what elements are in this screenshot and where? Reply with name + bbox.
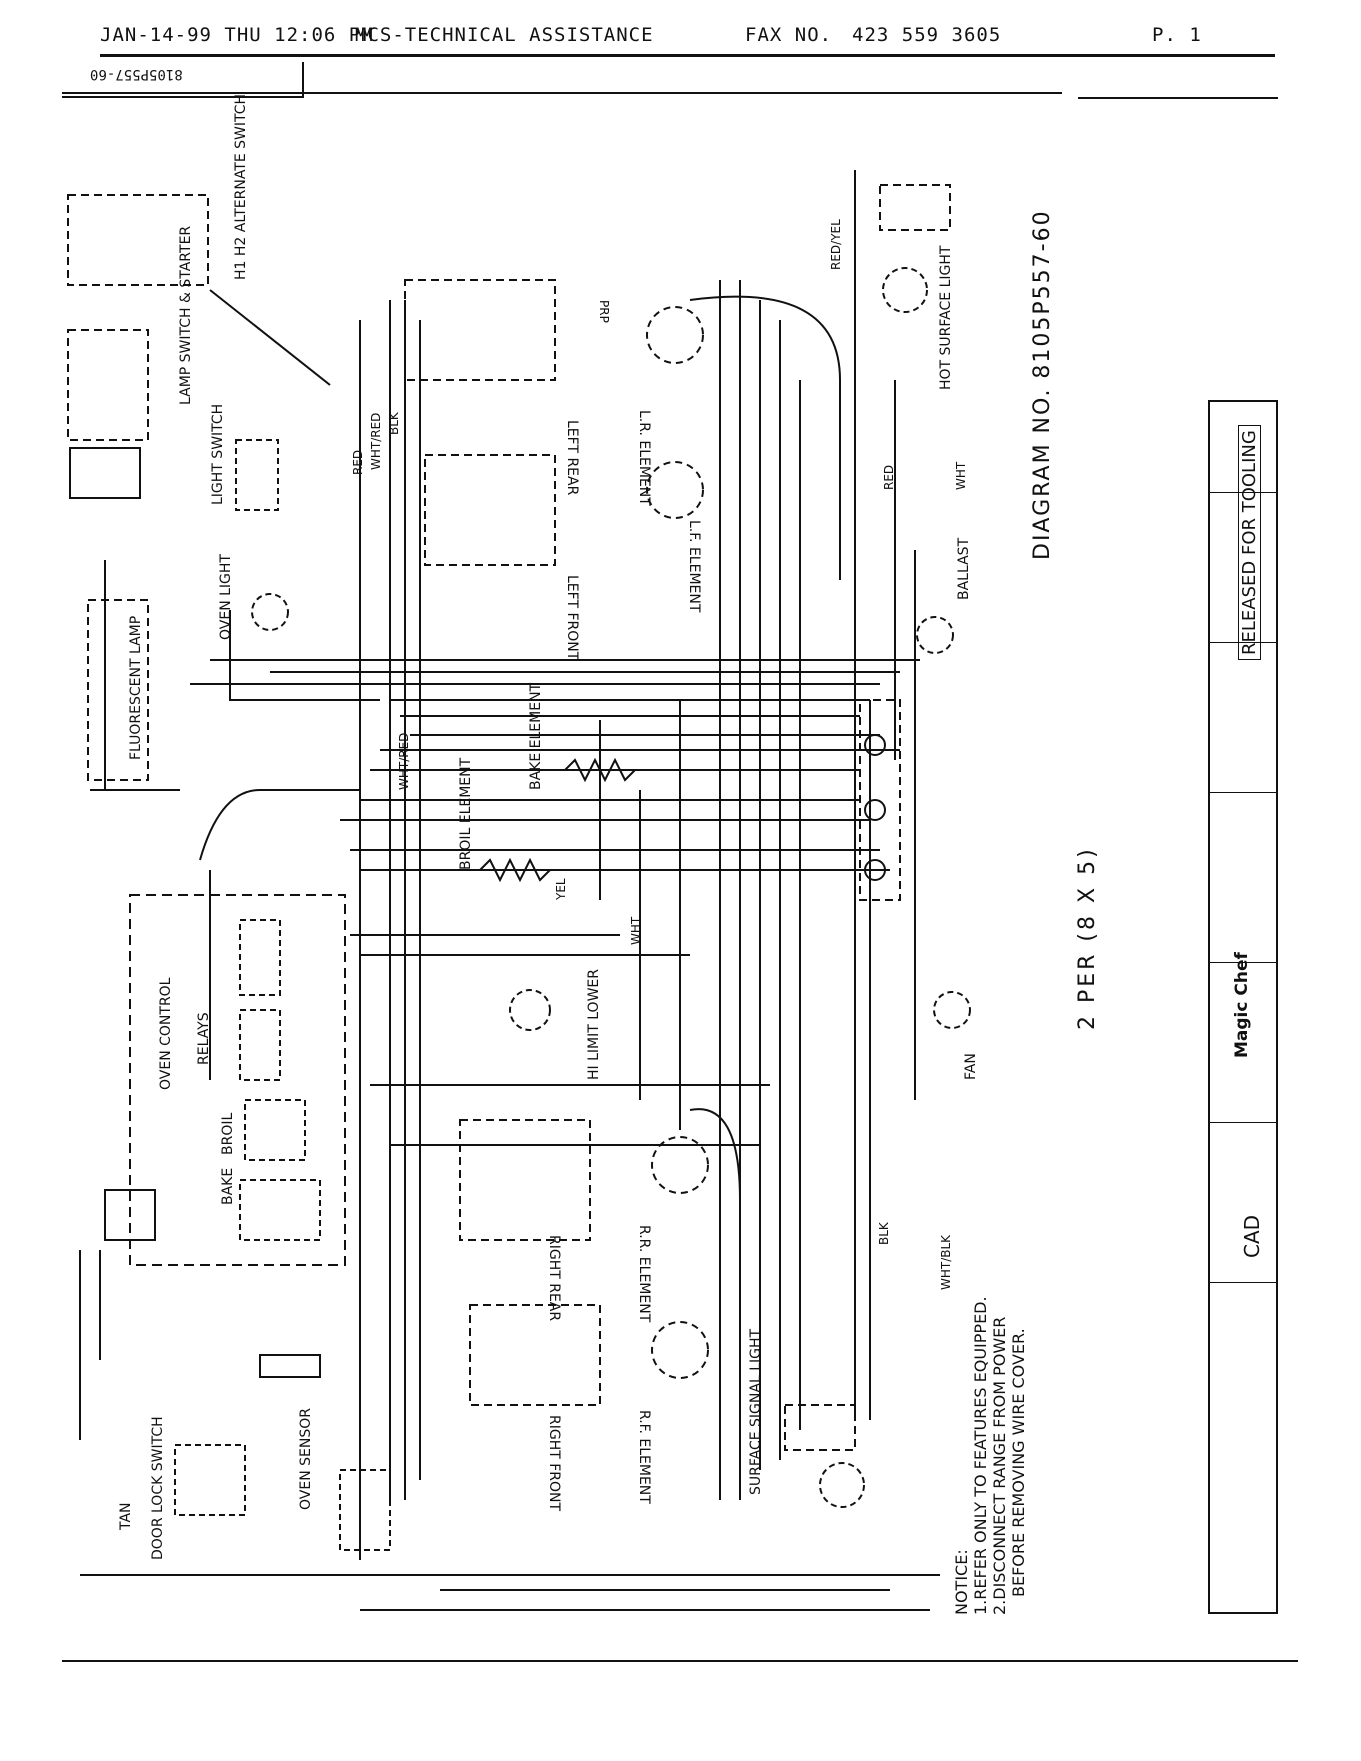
relays-label: RELAYS <box>196 1012 212 1065</box>
alternate-switch-label: H1 H2 ALTERNATE SWITCH <box>233 94 249 280</box>
top-border-line <box>62 92 1062 94</box>
fax-date: JAN-14-99 THU 12:06 PM <box>100 24 374 46</box>
left-rear-label: LEFT REAR <box>564 420 580 496</box>
wire-label-wht-hot: WHT <box>954 461 968 490</box>
per-size-label: 2 PER (8 X 5) <box>1075 846 1100 1030</box>
wire-label-red: RED <box>351 450 365 475</box>
door-lock-switch-label: DOOR LOCK SWITCH <box>150 1416 166 1560</box>
left-front-label: LEFT FRONT <box>564 575 580 661</box>
rf-element-label: R.F. ELEMENT <box>636 1410 652 1504</box>
hi-limit-label: HI LIMIT LOWER <box>586 969 602 1080</box>
oven-control-label: OVEN CONTROL <box>158 977 174 1090</box>
fax-sender: MCS-TECHNICAL ASSISTANCE <box>355 24 654 46</box>
right-rear-label: RIGHT REAR <box>546 1235 562 1321</box>
wire-label-blk-lower: BLK <box>877 1221 891 1245</box>
wire-label-wht-red: WHT/RED <box>369 413 383 470</box>
broil-relay-label: BROIL <box>220 1113 236 1155</box>
lr-element-label: L.R. ELEMENT <box>636 410 652 506</box>
brand-logo-text: Magic Chef <box>1232 952 1252 1058</box>
diagram-number: DIAGRAM NO. 8105P557-60 <box>1030 209 1055 560</box>
fan-label: FAN <box>963 1053 979 1080</box>
cad-label: CAD <box>1240 1214 1264 1258</box>
fluorescent-lamp-label: FLUORESCENT LAMP <box>128 616 144 760</box>
wire-label-yel: YEL <box>554 878 568 901</box>
surface-signal-light-label: SURFACE SIGNAL LIGHT <box>748 1329 764 1496</box>
ballast-label: BALLAST <box>956 537 972 600</box>
title-block-divider <box>1210 492 1276 493</box>
header-rule <box>100 54 1275 57</box>
title-block-divider <box>1210 1122 1276 1123</box>
rr-element-label: R.R. ELEMENT <box>636 1225 652 1323</box>
lf-element-label: L.F. ELEMENT <box>686 520 702 613</box>
title-block-divider <box>1210 642 1276 643</box>
wire-label-wht-blk: WHT/BLK <box>939 1234 953 1290</box>
drawing-stub-box <box>62 62 304 98</box>
bake-element-label: BAKE ELEMENT <box>528 682 544 790</box>
wire-label-wht-red-center: WHT/RED <box>397 733 411 790</box>
notice-line-1: 1.REFER ONLY TO FEATURES EQUIPPED. <box>971 1296 990 1615</box>
hot-surface-light-label: HOT SURFACE LIGHT <box>938 245 954 390</box>
title-block-divider <box>1210 1282 1276 1283</box>
wire-label-prp: PRP <box>597 300 611 323</box>
title-block <box>1208 400 1278 1614</box>
fax-header: JAN-14-99 THU 12:06 PM MCS-TECHNICAL ASS… <box>100 24 1270 54</box>
fax-number: 423 559 3605 <box>852 24 1002 46</box>
wire-label-red-right: RED <box>882 465 896 490</box>
wire-label-wht-center: WHT <box>629 916 643 945</box>
bottom-border-line <box>62 1660 1298 1662</box>
top-border-line-right <box>1078 97 1278 99</box>
fax-number-label: FAX NO. <box>745 24 833 46</box>
fax-page: P. 1 <box>1152 24 1202 46</box>
notice-block: NOTICE: 1.REFER ONLY TO FEATURES EQUIPPE… <box>952 1296 1028 1615</box>
right-front-label: RIGHT FRONT <box>546 1415 562 1512</box>
tan-label: TAN <box>118 1502 134 1531</box>
notice-title: NOTICE: <box>952 1549 971 1615</box>
oven-sensor-label: OVEN SENSOR <box>298 1408 314 1510</box>
title-block-divider <box>1210 792 1276 793</box>
notice-line-3: BEFORE REMOVING WIRE COVER. <box>1009 1328 1028 1597</box>
title-block-divider <box>1210 962 1276 963</box>
notice-line-2: 2.DISCONNECT RANGE FROM POWER <box>990 1316 1009 1615</box>
oven-light-label: OVEN LIGHT <box>218 554 234 640</box>
wire-label-red-yel: RED/YEL <box>829 219 843 270</box>
lamp-switch-label: LAMP SWITCH & STARTER <box>178 226 194 405</box>
light-switch-label: LIGHT SWITCH <box>210 404 226 505</box>
released-stamp: RELEASED FOR TOOLING <box>1238 425 1261 660</box>
wire-label-blk: BLK <box>387 411 401 435</box>
bake-relay-label: BAKE <box>220 1168 236 1205</box>
broil-element-label: BROIL ELEMENT <box>458 757 474 870</box>
